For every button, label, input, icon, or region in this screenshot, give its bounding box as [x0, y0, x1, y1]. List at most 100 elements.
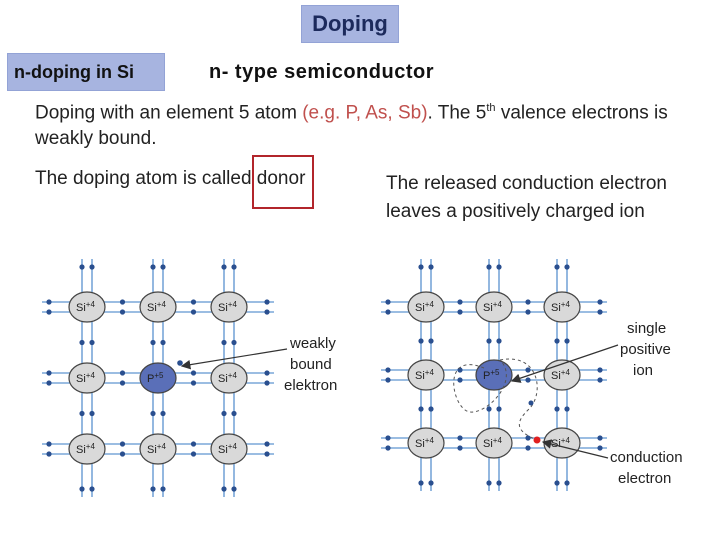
valence-electron	[46, 370, 52, 376]
valence-electron	[231, 410, 237, 417]
valence-electron	[160, 264, 166, 270]
valence-electron	[46, 441, 52, 447]
valence-electron	[89, 264, 95, 270]
subtitle: n- type semiconductor	[209, 61, 434, 83]
valence-electron	[221, 410, 227, 417]
annotation-elektron: elektron	[284, 377, 337, 394]
annotation-weakly: weakly	[289, 335, 336, 352]
valence-electron	[221, 486, 227, 492]
paragraph-released-electron: The released conduction electron leaves …	[386, 173, 667, 222]
atom-charge: +4	[493, 436, 503, 445]
annotation-ion: ion	[633, 362, 653, 379]
valence-electron	[385, 309, 391, 315]
valence-electron	[160, 410, 166, 417]
arrow-conduction-electron	[541, 439, 609, 459]
weakly-bound-electron	[177, 360, 183, 366]
valence-electron	[525, 377, 531, 383]
page-title-text: Doping	[312, 11, 388, 36]
orbit-path	[453, 359, 507, 413]
valence-electron	[190, 380, 197, 386]
valence-electron	[150, 339, 156, 346]
annotation-single: single	[627, 320, 666, 337]
electron-path	[499, 358, 538, 441]
atom-charge: +4	[425, 300, 435, 309]
valence-electron	[264, 299, 270, 305]
valence-electron	[564, 480, 570, 486]
valence-electron	[264, 370, 270, 376]
para1-text-a: Doping with an element 5 atom	[35, 102, 303, 124]
silicon-atom	[68, 291, 106, 323]
silicon-atom	[475, 291, 513, 323]
valence-electron	[457, 299, 463, 305]
valence-electron	[486, 406, 492, 412]
valence-electron	[190, 441, 197, 447]
valence-electron	[190, 299, 197, 305]
valence-electron	[597, 309, 603, 315]
valence-electron	[79, 486, 85, 492]
valence-electron	[597, 445, 603, 451]
valence-electron	[496, 338, 502, 344]
valence-electron	[486, 338, 492, 344]
valence-electron	[457, 377, 463, 383]
atom-charge: +4	[561, 368, 571, 377]
valence-electron	[418, 264, 424, 270]
silicon-atom	[475, 427, 513, 459]
section-tag-text: n-doping in Si	[14, 61, 134, 82]
valence-electron	[418, 480, 424, 486]
valence-electron	[554, 264, 560, 270]
valence-electron	[554, 480, 560, 486]
valence-electron	[525, 445, 531, 451]
arrow-weak-electron	[180, 348, 288, 370]
atom-charge: +4	[561, 300, 571, 309]
silicon-atom	[407, 427, 445, 459]
valence-electron	[150, 410, 156, 417]
valence-electron	[264, 451, 270, 457]
valence-electron	[119, 441, 126, 447]
atom-charge: +4	[493, 300, 503, 309]
valence-electron	[457, 445, 463, 451]
valence-electron	[418, 338, 424, 344]
annotation-positive: positive	[620, 341, 671, 358]
atom-charge: +4	[561, 436, 571, 445]
silicon-atom	[68, 433, 106, 465]
valence-electron	[231, 486, 237, 492]
valence-electron	[89, 410, 95, 417]
valence-electron	[46, 380, 52, 386]
silicon-atom	[210, 433, 248, 465]
paragraph-doping: Doping with an element 5 atom (e.g. P, A…	[35, 95, 675, 152]
atom-charge: +4	[157, 442, 167, 451]
valence-electron	[564, 264, 570, 270]
valence-electron	[418, 406, 424, 412]
valence-electron	[221, 339, 227, 346]
valence-electron	[564, 406, 570, 412]
valence-electron	[160, 486, 166, 492]
valence-electron	[231, 339, 237, 346]
valence-electron	[525, 435, 531, 441]
atom-charge: +4	[228, 371, 238, 380]
atom-charge: +4	[86, 300, 96, 309]
valence-electron	[119, 380, 126, 386]
valence-electron	[428, 480, 434, 486]
para1-text-c: valence electrons is weakly bound.	[35, 102, 668, 150]
valence-electron	[457, 435, 463, 441]
valence-electron	[525, 367, 531, 373]
atom-charge: +4	[425, 368, 435, 377]
silicon-atom	[68, 362, 106, 394]
orbit-electron	[528, 400, 534, 406]
silicon-atom	[543, 291, 581, 323]
donor-word: donor	[256, 168, 306, 189]
valence-electron	[46, 299, 52, 305]
valence-electron	[597, 435, 603, 441]
valence-electron	[385, 367, 391, 373]
valence-electron	[457, 309, 463, 315]
valence-electron	[190, 370, 197, 376]
annotation-conduction: conduction	[610, 449, 683, 466]
valence-electron	[89, 486, 95, 492]
atom-charge: +4	[425, 436, 435, 445]
atom-charge: +4	[86, 442, 96, 451]
silicon-atom	[210, 291, 248, 323]
valence-electron	[264, 441, 270, 447]
